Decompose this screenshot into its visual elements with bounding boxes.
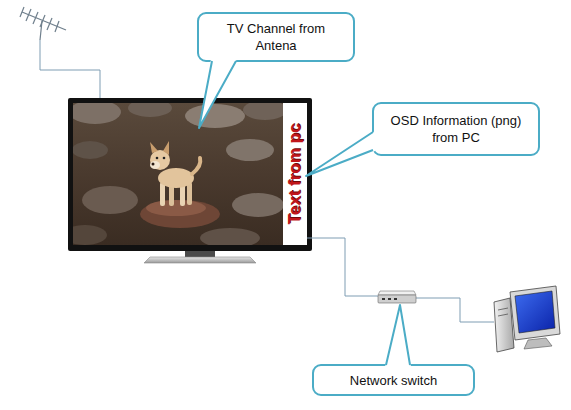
picture-rock (200, 228, 260, 245)
callout-tail (199, 59, 237, 128)
tv-stand-base (144, 257, 256, 263)
dog-eye (156, 157, 159, 160)
pc-monitor-base (524, 338, 552, 349)
picture-rock (243, 103, 287, 120)
switch-front (378, 295, 416, 303)
dog-leg (160, 182, 165, 206)
pc-tower (494, 298, 514, 352)
osd-text: Text from pc (285, 124, 305, 225)
switch-top (378, 291, 416, 295)
picture-rock (226, 139, 274, 161)
picture-rock (232, 193, 284, 217)
antenna-element (55, 21, 59, 32)
picture-rock (82, 186, 138, 214)
pc-monitor (510, 286, 560, 340)
dog-ear (150, 142, 158, 153)
network-cable (414, 298, 494, 322)
switch-port (382, 298, 385, 300)
dog-ear (163, 141, 169, 155)
picture-rock (185, 104, 245, 128)
osd-overlay (283, 103, 307, 245)
picture-rock (73, 103, 121, 124)
antenna-element (26, 9, 31, 21)
callout-tail-outline (306, 132, 373, 176)
dog-body (158, 168, 194, 188)
tv-bezel (68, 98, 312, 251)
antenna-symbol (20, 7, 66, 40)
callout-box: OSD Information (png) from PC (372, 102, 540, 156)
picture-rock (128, 103, 172, 117)
callout-text: OSD Information (png) from PC (384, 112, 528, 146)
pc-symbol (494, 286, 560, 352)
callout-tail-outline (199, 61, 236, 128)
pc-screen (515, 291, 555, 333)
antenna-element (40, 15, 45, 27)
picture-ground (73, 103, 307, 245)
callout-text: TV Channel from Antena (223, 20, 329, 54)
dog-muzzle (150, 161, 160, 169)
antenna-cable (40, 40, 100, 98)
callout-text: Network switch (350, 372, 437, 389)
picture-rock (73, 225, 107, 245)
callout-tail-outline (386, 305, 410, 365)
switch-port (388, 298, 391, 300)
picture-rock (146, 200, 206, 216)
callout-tail (306, 131, 375, 176)
network-cable (307, 238, 378, 296)
tv-stand-neck (185, 250, 215, 257)
dog-tail (192, 158, 200, 174)
callout-box: TV Channel from Antena (197, 12, 355, 62)
dog-figure (150, 141, 200, 206)
callout-tail (385, 305, 411, 367)
switch-symbol (378, 291, 416, 303)
switch-port (394, 298, 397, 300)
antenna-element (20, 7, 24, 17)
dog-nose (152, 163, 155, 166)
antenna-element (47, 18, 52, 30)
antenna-mast (40, 21, 42, 40)
callout-box: Network switch (312, 364, 475, 396)
pc-drive (498, 308, 508, 310)
picture-rock (140, 200, 220, 228)
tv-picture (73, 103, 307, 245)
dog-eye (163, 157, 166, 160)
picture-rock (73, 141, 108, 159)
antenna-element (33, 12, 38, 24)
pc-drive (498, 314, 508, 316)
